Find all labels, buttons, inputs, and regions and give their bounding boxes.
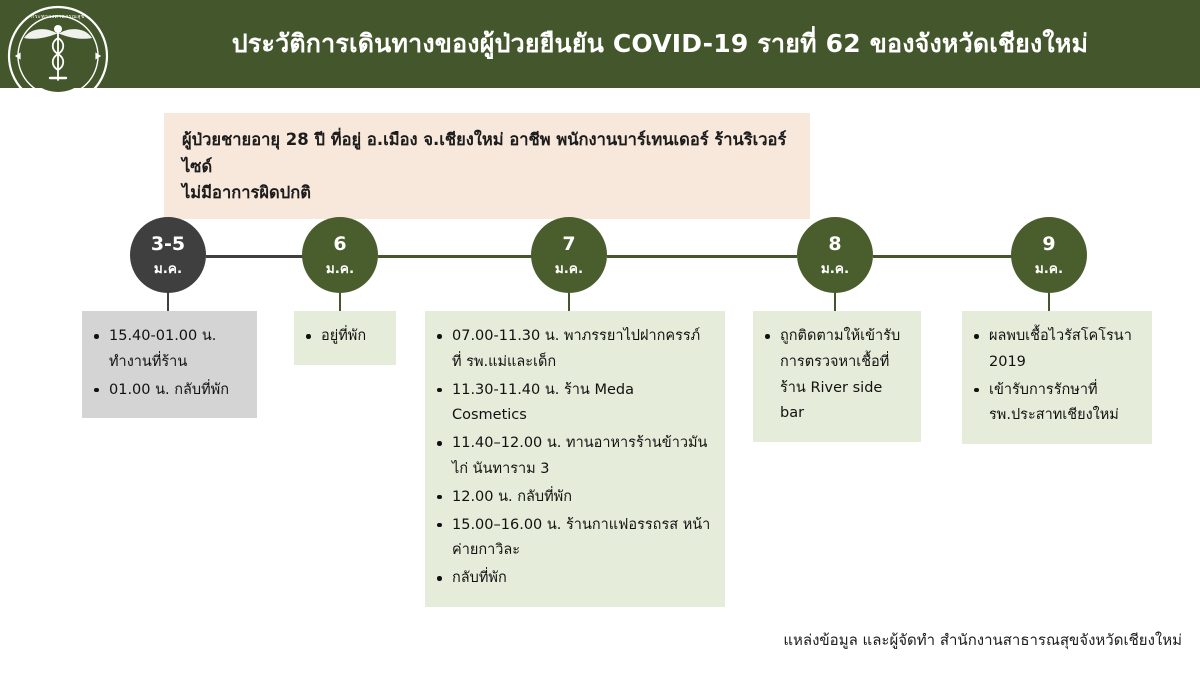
event-box-jan-8[interactable]: ถูกติดตามให้เข้ารับการตรวจหาเชื้อที่ร้าน… [753, 311, 921, 443]
event-list-jan-3-5: 15.40-01.00 น. ทำงานที่ร้าน 01.00 น. กลั… [92, 324, 243, 403]
event-list-jan-9: ผลพบเชื้อไวรัสโคโรนา 2019 เข้ารับการรักษ… [972, 324, 1138, 429]
event-item: เข้ารับการรักษาที่ รพ.ประสาทเชียงใหม่ [972, 378, 1138, 430]
patient-summary-box: ผู้ป่วยชายอายุ 28 ปี ที่อยู่ อ.เมือง จ.เ… [164, 113, 810, 220]
event-item: 15.00–16.00 น. ร้านกาแฟอรรถรส หน้าค่ายกา… [435, 513, 711, 565]
event-item: 11.30-11.40 น. ร้าน Meda Cosmetics [435, 378, 711, 430]
event-item: 11.40–12.00 น. ทานอาหารร้านข้าวมันไก่ นั… [435, 431, 711, 483]
node-day-label: 3-5 [150, 232, 186, 255]
timeline-node-jan-6[interactable]: 6 ม.ค. [302, 217, 378, 293]
event-list-jan-7: 07.00-11.30 น. พาภรรยาไปฝากครรภ์ ที่ รพ.… [435, 324, 711, 592]
source-credit: แหล่งข้อมูล และผู้จัดทำ สำนักงานสาธารณสุ… [783, 631, 1182, 649]
stem-jan-8 [834, 293, 836, 312]
node-day-label: 9 [1042, 232, 1056, 255]
timeline-node-jan-9[interactable]: 9 ม.ค. [1011, 217, 1087, 293]
event-list-jan-6: อยู่ที่พัก [304, 324, 382, 350]
event-item: 01.00 น. กลับที่พัก [92, 378, 243, 404]
event-box-jan-6[interactable]: อยู่ที่พัก [294, 311, 396, 365]
event-item: 07.00-11.30 น. พาภรรยาไปฝากครรภ์ ที่ รพ.… [435, 324, 711, 376]
patient-summary-line-2: ไม่มีอาการผิดปกติ [182, 183, 311, 203]
timeline-node-jan-7[interactable]: 7 ม.ค. [531, 217, 607, 293]
node-month-label: ม.ค. [554, 260, 584, 277]
event-item: 15.40-01.00 น. ทำงานที่ร้าน [92, 324, 243, 376]
page-title: ประวัติการเดินทางของผู้ป่วยยืนยัน COVID-… [231, 29, 1089, 58]
connector-8-to-9 [873, 255, 1013, 258]
svg-text:กระทรวงสาธารณสุข: กระทรวงสาธารณสุข [31, 14, 85, 20]
page-header: กระทรวงสาธารณสุข MINISTRY OF PUBLIC HEAL… [0, 0, 1200, 107]
event-box-jan-7[interactable]: 07.00-11.30 น. พาภรรยาไปฝากครรภ์ ที่ รพ.… [425, 311, 725, 607]
stem-jan-3-5 [167, 293, 169, 312]
connector-3-5-to-6 [206, 255, 306, 258]
stem-jan-7 [568, 293, 570, 312]
patient-summary-line-1: ผู้ป่วยชายอายุ 28 ปี ที่อยู่ อ.เมือง จ.เ… [182, 130, 787, 176]
event-box-jan-9[interactable]: ผลพบเชื้อไวรัสโคโรนา 2019 เข้ารับการรักษ… [962, 311, 1152, 445]
ministry-of-public-health-seal-icon: กระทรวงสาธารณสุข MINISTRY OF PUBLIC HEAL… [7, 5, 109, 107]
stem-jan-9 [1048, 293, 1050, 312]
event-list-jan-8: ถูกติดตามให้เข้ารับการตรวจหาเชื้อที่ร้าน… [763, 324, 907, 427]
event-item: 12.00 น. กลับที่พัก [435, 485, 711, 511]
event-item: ผลพบเชื้อไวรัสโคโรนา 2019 [972, 324, 1138, 376]
connector-6-to-7 [378, 255, 533, 258]
node-month-label: ม.ค. [820, 260, 850, 277]
event-item: ถูกติดตามให้เข้ารับการตรวจหาเชื้อที่ร้าน… [763, 324, 907, 427]
stem-jan-6 [339, 293, 341, 312]
node-month-label: ม.ค. [325, 260, 355, 277]
node-day-label: 7 [562, 232, 576, 255]
node-month-label: ม.ค. [153, 260, 183, 277]
event-item: อยู่ที่พัก [304, 324, 382, 350]
connector-7-to-8 [607, 255, 797, 258]
timeline-node-jan-8[interactable]: 8 ม.ค. [797, 217, 873, 293]
event-item: กลับที่พัก [435, 566, 711, 592]
timeline-node-jan-3-5[interactable]: 3-5 ม.ค. [130, 217, 206, 293]
node-day-label: 6 [333, 232, 347, 255]
event-box-jan-3-5[interactable]: 15.40-01.00 น. ทำงานที่ร้าน 01.00 น. กลั… [82, 311, 257, 419]
node-month-label: ม.ค. [1034, 260, 1064, 277]
node-day-label: 8 [828, 232, 842, 255]
svg-text:MINISTRY OF PUBLIC HEALTH: MINISTRY OF PUBLIC HEALTH [13, 97, 104, 103]
